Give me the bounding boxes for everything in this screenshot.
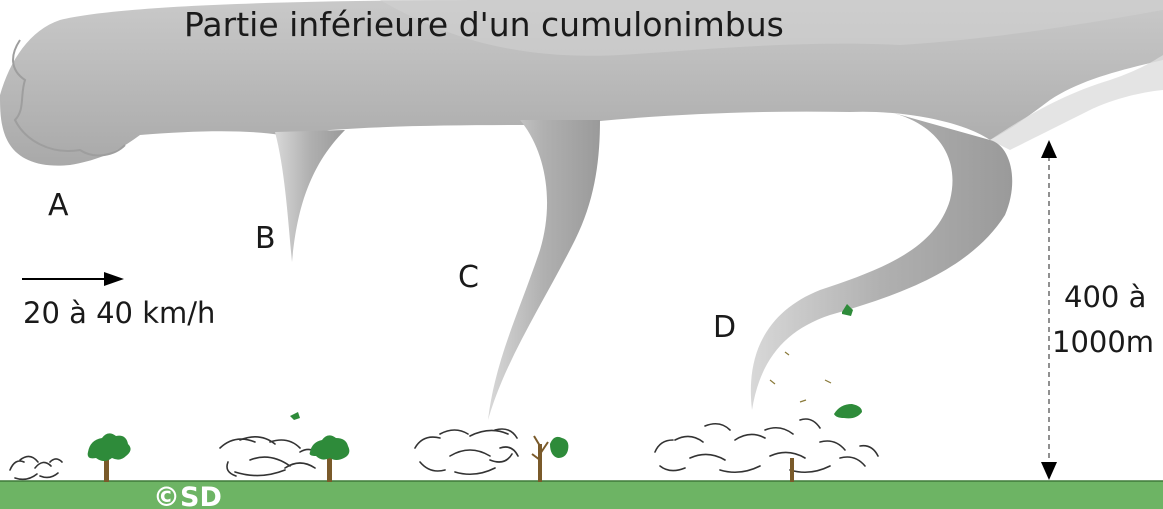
height-dimension bbox=[1041, 140, 1057, 480]
stage-label-a: A bbox=[48, 188, 69, 223]
stage-label-d: D bbox=[713, 310, 736, 345]
dust-swirl-d bbox=[654, 418, 879, 474]
debris-leaf-icon bbox=[834, 404, 862, 419]
speed-label: 20 à 40 km/h bbox=[23, 296, 215, 330]
funnel-c bbox=[488, 120, 600, 420]
height-label-line1: 400 à bbox=[1064, 280, 1146, 314]
height-label-line2: 1000m bbox=[1052, 325, 1154, 359]
dust-swirl-a bbox=[9, 455, 63, 481]
diagram-title: Partie inférieure d'un cumulonimbus bbox=[184, 5, 784, 44]
dust-swirl-c bbox=[414, 428, 519, 476]
tree-icon bbox=[87, 433, 131, 482]
copyright-label: ©SD bbox=[153, 482, 222, 509]
debris-leaf-icon bbox=[290, 412, 300, 420]
funnel-b bbox=[275, 130, 345, 262]
stage-label-b: B bbox=[255, 221, 276, 256]
tree-icon bbox=[309, 435, 350, 482]
debris-icon bbox=[769, 351, 832, 403]
cumulonimbus-cloud bbox=[0, 0, 1163, 166]
ground bbox=[0, 481, 1163, 509]
speed-arrow bbox=[22, 272, 124, 286]
funnel-d bbox=[750, 112, 1013, 410]
debris-leaf-icon bbox=[842, 304, 853, 316]
tree-icon bbox=[531, 435, 569, 482]
tree-icon bbox=[790, 458, 794, 482]
stage-label-c: C bbox=[458, 260, 479, 295]
dust-swirl-b bbox=[219, 436, 319, 477]
